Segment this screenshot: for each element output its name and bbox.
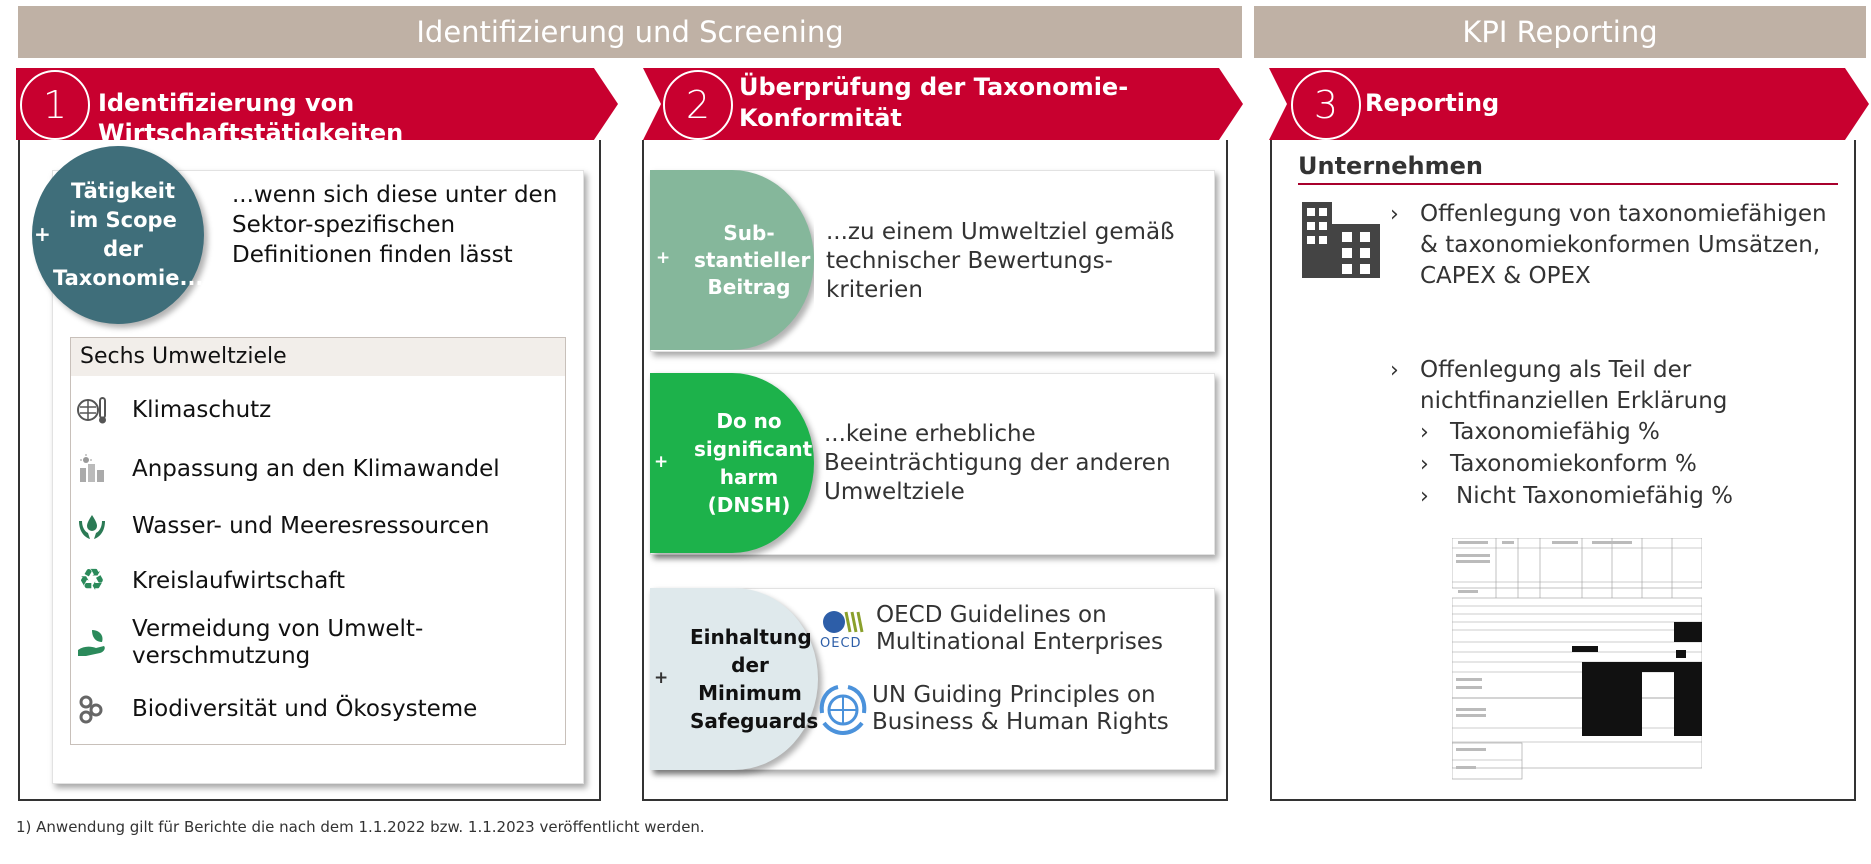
env-item-wasser: Wasser- und Meeresressourcen: [74, 509, 489, 543]
env-item-anpassung: Anpassung an den Klimawandel: [74, 452, 500, 486]
recycle-icon: ♻: [78, 563, 106, 598]
step-3-banner: 3 Reporting: [1269, 68, 1869, 140]
biodiversity-icon: [74, 692, 110, 726]
step-1-banner: 1 Identifizierung von Wirtschaftstätigke…: [16, 68, 618, 140]
city-sun-icon: [74, 452, 110, 486]
bullet-1-text: Offenlegung von taxonomiefähigen & taxon…: [1420, 201, 1827, 289]
dnsh-text: ...keine erhebliche Beeinträchtigung der…: [824, 421, 1171, 505]
building-icon: [1302, 202, 1380, 278]
sub-bullet-chevron-icon: ›: [1420, 420, 1429, 445]
dnsh-plus-icon: +: [654, 452, 669, 472]
bullet-chevron-icon: ›: [1390, 202, 1399, 227]
env-item-kreislauf: ♻ Kreislaufwirtschaft: [74, 564, 345, 598]
unternehmen-underline: [1298, 183, 1838, 185]
water-hands-icon: [74, 509, 110, 543]
step-3-title: Reporting: [1365, 89, 1500, 117]
safeguards-bubble-text: Einhaltung der Minimum Safeguards: [690, 625, 819, 733]
footnote: 1) Anwendung gilt für Berichte die nach …: [16, 818, 705, 836]
beitrag-bubble-text: Sub-stantieller Beitrag: [694, 220, 811, 299]
env-item-vermeidung: Vermeidung von Umwelt-verschmutzung: [74, 616, 452, 670]
oecd-guidelines-text: OECD Guidelines on Multinational Enterpr…: [876, 602, 1164, 655]
env-label: Wasser- und Meeresressourcen: [132, 512, 490, 539]
step-2-title-line2: Konformität: [739, 104, 902, 132]
env-label: Anpassung an den Klimawandel: [132, 455, 500, 482]
env-label: Biodiversität und Ökosysteme: [132, 695, 478, 722]
step-2-banner: 2 Überprüfung der Taxonomie- Konformität: [643, 68, 1243, 140]
step-2-number: 2: [663, 70, 733, 140]
hand-leaf-icon: [74, 626, 110, 660]
step-3-panel: [1270, 140, 1856, 801]
scope-bubble-text: Tätigkeit im Scope der Taxonomie...: [53, 179, 204, 290]
bullet-2-text: Offenlegung als Teil der nichtfinanziell…: [1420, 357, 1728, 414]
oecd-logo: OECD: [820, 608, 866, 652]
safeguards-bubble: Einhaltung der Minimum Safeguards: [650, 588, 818, 770]
beitrag-bubble: Sub-stantieller Beitrag: [650, 170, 814, 350]
step-2-title-line1: Überprüfung der Taxonomie-: [739, 73, 1129, 101]
header-kpi-reporting: KPI Reporting: [1254, 6, 1866, 58]
env-box: [70, 337, 566, 745]
sub-bullet-2-text: Taxonomiekonform %: [1450, 451, 1697, 477]
bullet-chevron-icon: ›: [1390, 358, 1399, 383]
env-item-biodiversitaet: Biodiversität und Ökosysteme: [74, 692, 477, 726]
oecd-globe-icon: [823, 611, 864, 633]
step-1-number: 1: [20, 70, 90, 140]
dnsh-bubble-text: Do no significant harm (DNSH): [694, 409, 813, 517]
dnsh-bubble: Do no significant harm (DNSH): [650, 373, 814, 553]
sub-bullet-chevron-icon: ›: [1420, 484, 1429, 509]
unternehmen-heading: Unternehmen: [1298, 152, 1483, 180]
scope-bubble: Tätigkeit im Scope der Taxonomie...: [32, 146, 204, 324]
thermometer-globe-icon: [74, 393, 110, 427]
header-identifizierung: Identifizierung und Screening: [18, 6, 1242, 58]
sub-bullet-chevron-icon: ›: [1420, 452, 1429, 477]
env-title: Sechs Umweltziele: [71, 338, 565, 376]
scope-plus-icon: +: [34, 222, 51, 246]
scope-text: ...wenn sich diese unter den Sektor-spez…: [232, 182, 558, 268]
un-logo-icon: [816, 683, 870, 737]
env-label: Vermeidung von Umwelt-verschmutzung: [132, 616, 424, 669]
oecd-logo-text: OECD: [820, 636, 862, 651]
beitrag-text: ...zu einem Umweltziel gemäß technischer…: [826, 219, 1175, 303]
reporting-table-thumbnail: [1451, 537, 1703, 780]
env-item-klimaschutz: Klimaschutz: [74, 393, 271, 427]
safeguards-plus-icon: +: [654, 668, 669, 688]
beitrag-plus-icon: +: [656, 248, 671, 268]
env-label: Klimaschutz: [132, 396, 272, 423]
step-3-number: 3: [1291, 70, 1361, 140]
sub-bullet-1-text: Taxonomiefähig %: [1450, 419, 1660, 445]
un-principles-text: UN Guiding Principles on Business & Huma…: [872, 682, 1169, 735]
step-1-title: Identifizierung von Wirtschaftstätigkeit…: [98, 89, 404, 147]
sub-bullet-3-text: Nicht Taxonomiefähig %: [1456, 483, 1733, 509]
env-label: Kreislaufwirtschaft: [132, 567, 345, 594]
